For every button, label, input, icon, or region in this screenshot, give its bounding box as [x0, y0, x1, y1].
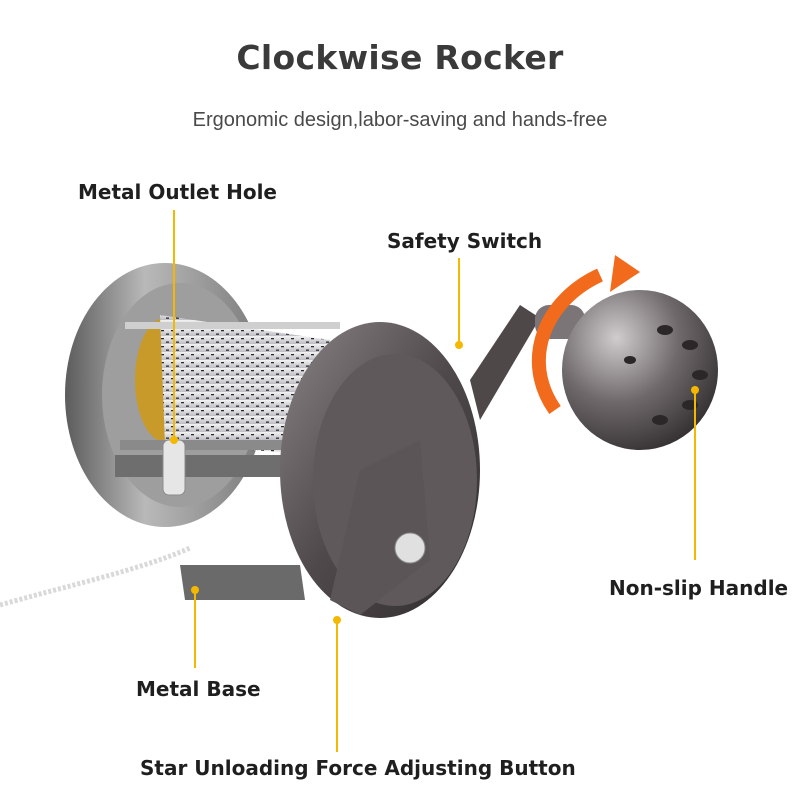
fishing-line [0, 545, 192, 608]
leader-dots [170, 341, 699, 624]
label-metal-outlet-hole: Metal Outlet Hole [78, 180, 277, 204]
star-drag [330, 440, 430, 615]
label-metal-base: Metal Base [136, 677, 261, 701]
page-title: Clockwise Rocker [236, 38, 564, 77]
page-subtitle: Ergonomic design,labor-saving and hands-… [192, 109, 608, 131]
label-star-drag-button: Star Unloading Force Adjusting Button [140, 756, 576, 780]
crank-arm [470, 305, 540, 420]
frame-rod-top [125, 322, 340, 329]
leader-lines [173, 210, 696, 752]
non-slip-handle-knob [535, 290, 718, 450]
clockwise-arrow-icon [531, 255, 640, 415]
label-safety-switch: Safety Switch [387, 229, 543, 253]
frame-rod-level-wind [120, 440, 330, 450]
metal-outlet-guide [162, 439, 186, 496]
metal-base-part [180, 565, 305, 600]
label-non-slip-handle: Non-slip Handle [609, 576, 789, 600]
